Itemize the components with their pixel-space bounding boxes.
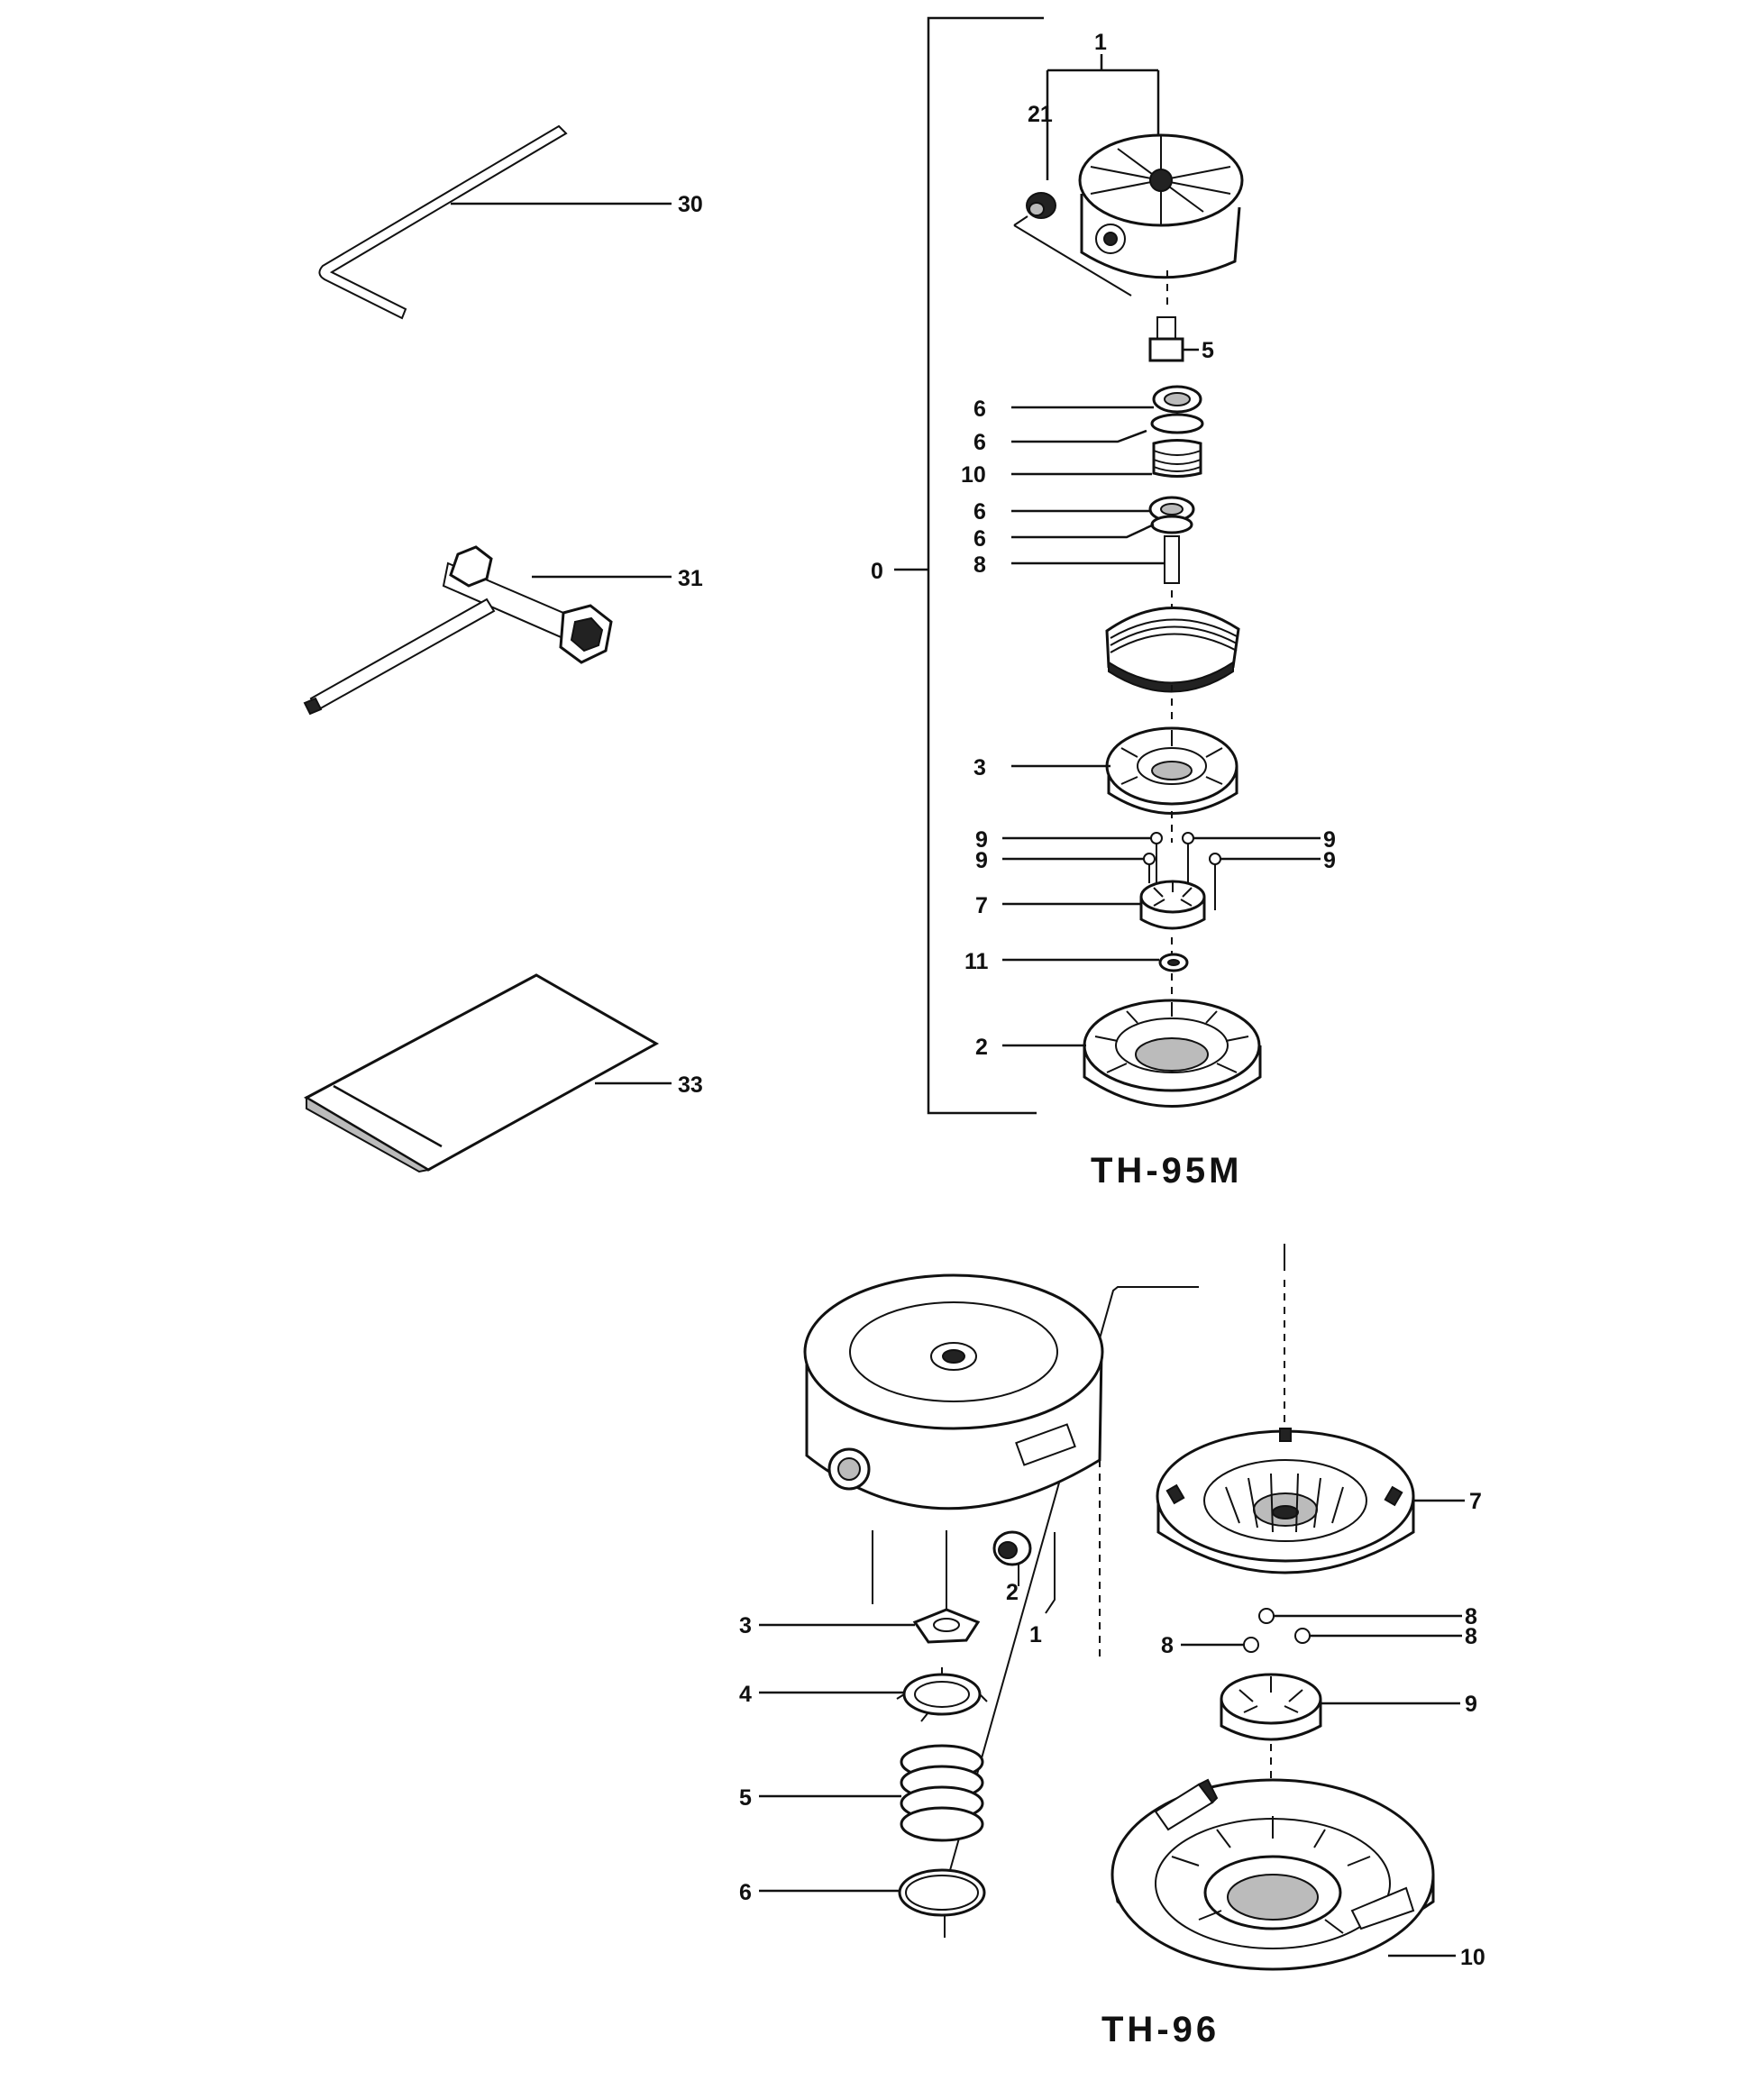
th95m-label-part-6b: 6 — [973, 430, 986, 455]
th96-label-part-10: 10 — [1460, 1945, 1485, 1970]
th96-label-part-8a: 8 — [1465, 1604, 1477, 1629]
th96-title: TH-96 — [1101, 2010, 1220, 2049]
th96-spring-drawing — [759, 1744, 984, 1842]
th96-balls-drawing — [1181, 1608, 1462, 1653]
th95m-bolt-drawing — [1148, 270, 1199, 362]
hex-key-drawing — [318, 124, 672, 320]
th95m-spool-drawing — [1011, 726, 1238, 843]
th96-label-part-8c: 8 — [1161, 1633, 1174, 1658]
th95m-cover-drawing — [1013, 133, 1244, 297]
th95m-label-part-5: 5 — [1202, 338, 1214, 363]
th95m-label-part-21: 21 — [1028, 102, 1053, 127]
th96-cover-drawing — [803, 1273, 1104, 1510]
th96-spool-drawing — [1156, 1428, 1465, 1574]
manual-drawing — [303, 973, 672, 1173]
th95m-label-part-1: 1 — [1094, 30, 1107, 55]
th96-cam-drawing — [1220, 1673, 1460, 1741]
th95m-label-part-6d: 6 — [973, 526, 986, 552]
th95m-label-part-11: 11 — [964, 949, 989, 974]
th95m-label-part-10: 10 — [961, 462, 986, 488]
plug-wrench-drawing — [303, 545, 672, 716]
th95m-label-part-7: 7 — [975, 893, 988, 918]
th95m-title: TH-95M — [1091, 1151, 1242, 1191]
th95m-label-part-2: 2 — [975, 1035, 988, 1060]
th95m-balls-drawing — [1002, 832, 1321, 910]
th95m-label-part-6a: 6 — [973, 397, 986, 422]
th95m-label-part-9d: 9 — [1323, 848, 1336, 873]
label-part-31: 31 — [678, 566, 703, 591]
th96-label-part-7: 7 — [1469, 1489, 1482, 1514]
th95m-label-part-6c: 6 — [973, 499, 986, 525]
th96-base-drawing — [1110, 1778, 1456, 1971]
th96-knob-drawing — [872, 1530, 1056, 1622]
th95m-cam-drawing — [1002, 880, 1206, 930]
th96-label-part-2: 2 — [1006, 1580, 1019, 1605]
th96-part-4-drawing — [759, 1667, 988, 1722]
th95m-line-coil-drawing — [1105, 590, 1240, 721]
th95m-upper-washers-spring — [1011, 385, 1204, 478]
th96-label-part-3: 3 — [739, 1613, 752, 1638]
th96-label-part-6: 6 — [739, 1880, 752, 1905]
th96-ring-drawing — [759, 1868, 986, 1938]
th95m-label-part-9a: 9 — [975, 827, 988, 853]
th96-part-3-drawing — [759, 1608, 981, 1644]
th95m-assembly-bracket — [894, 16, 1044, 1115]
th96-label-part-8b: 8 — [1465, 1624, 1477, 1649]
th95m-cap-knob — [1026, 192, 1056, 219]
th95m-part-1-bracket — [1046, 54, 1160, 180]
th95m-label-part-9b: 9 — [975, 848, 988, 873]
th96-label-part-4: 4 — [739, 1682, 752, 1707]
th95m-label-part-3: 3 — [973, 755, 986, 780]
th95m-base-drawing — [1002, 999, 1262, 1108]
th95m-label-part-9c: 9 — [1323, 827, 1336, 853]
th95m-label-assembly: 0 — [871, 559, 883, 584]
th95m-lower-washers-pin — [1011, 496, 1195, 584]
th96-label-part-5: 5 — [739, 1785, 752, 1811]
th96-label-part-9: 9 — [1465, 1692, 1477, 1717]
th95m-label-part-8: 8 — [973, 552, 986, 578]
label-part-30: 30 — [678, 192, 703, 217]
th95m-washer-drawing — [1002, 937, 1189, 1005]
label-part-33: 33 — [678, 1072, 703, 1098]
th96-label-part-1: 1 — [1029, 1622, 1042, 1647]
